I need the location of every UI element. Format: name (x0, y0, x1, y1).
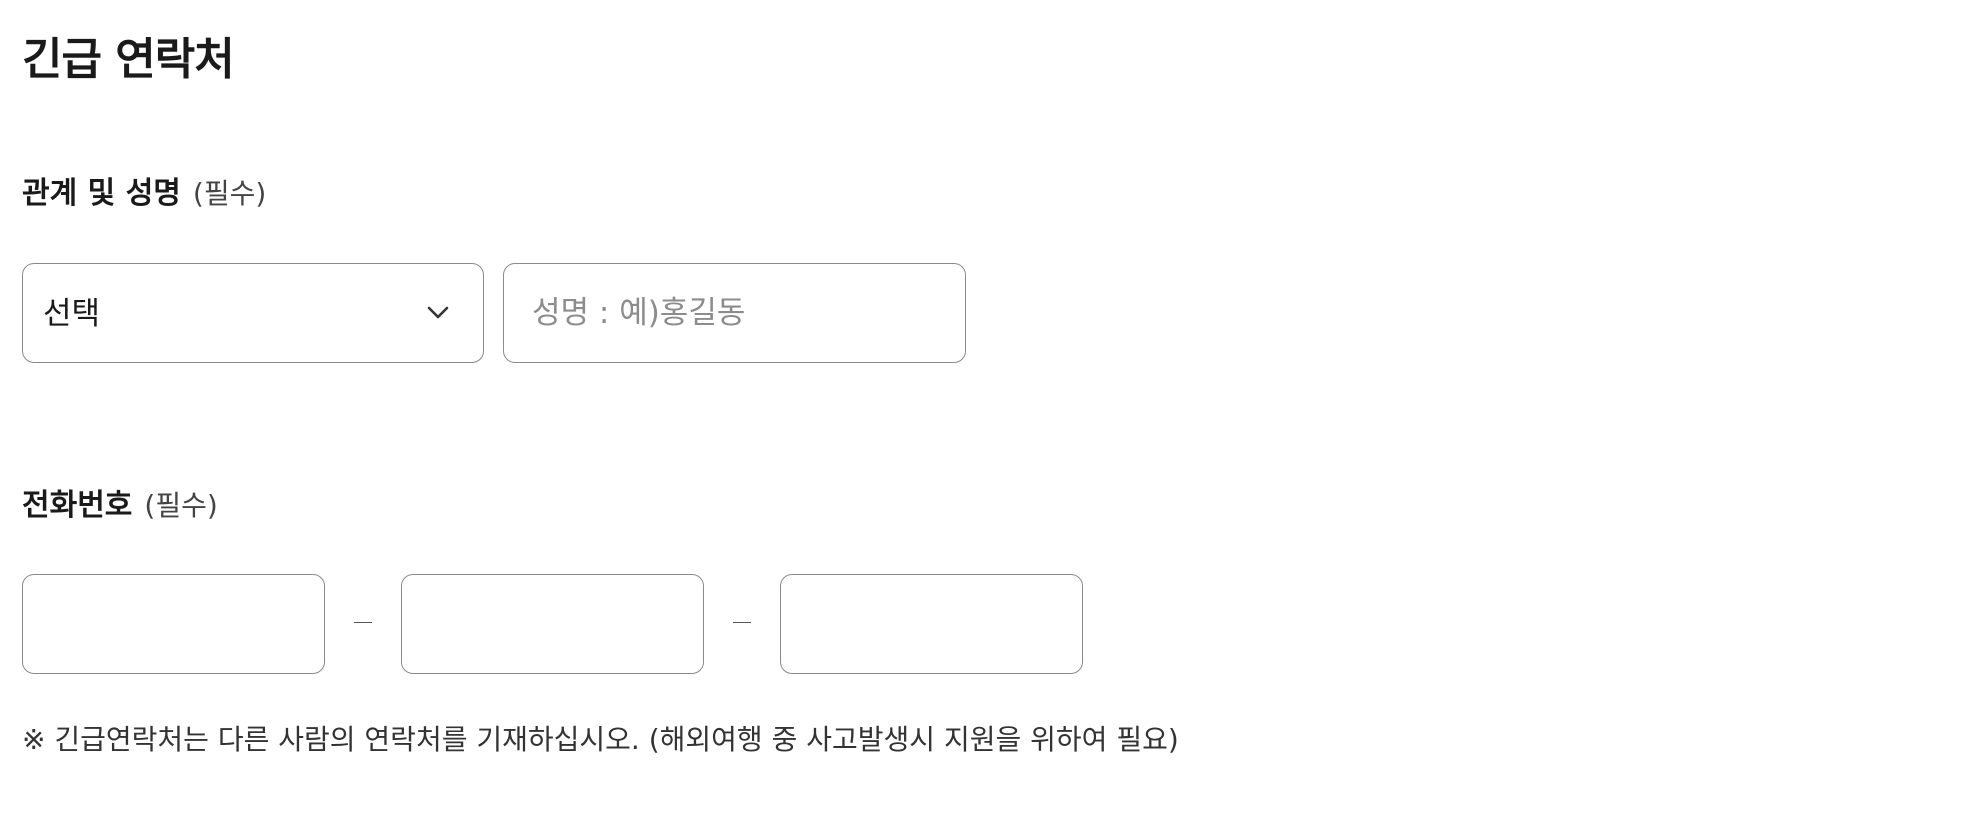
phone-part-1-input[interactable] (22, 574, 325, 674)
required-indicator: (필수) (192, 177, 267, 210)
section-title: 긴급 연락처 (22, 34, 235, 85)
name-input[interactable] (503, 263, 966, 363)
phone-part-2-input[interactable] (401, 574, 704, 674)
relation-select-value: 선택 (43, 296, 101, 332)
phone-part-3-input[interactable] (780, 574, 1083, 674)
required-indicator: (필수) (144, 489, 218, 522)
phone-label-text: 전화번호 (22, 488, 133, 523)
chevron-down-icon (427, 306, 449, 319)
phone-separator (733, 622, 751, 623)
relation-name-label: 관계 및 성명 (필수) (22, 174, 266, 214)
relation-select[interactable]: 선택 (22, 263, 484, 363)
phone-separator (354, 622, 372, 623)
emergency-contact-notice: ※ 긴급연락처는 다른 사람의 연락처를 기재하십시오. (해외여행 중 사고발… (22, 723, 1179, 756)
phone-label: 전화번호 (필수) (22, 486, 218, 526)
relation-name-label-text: 관계 및 성명 (22, 176, 181, 211)
